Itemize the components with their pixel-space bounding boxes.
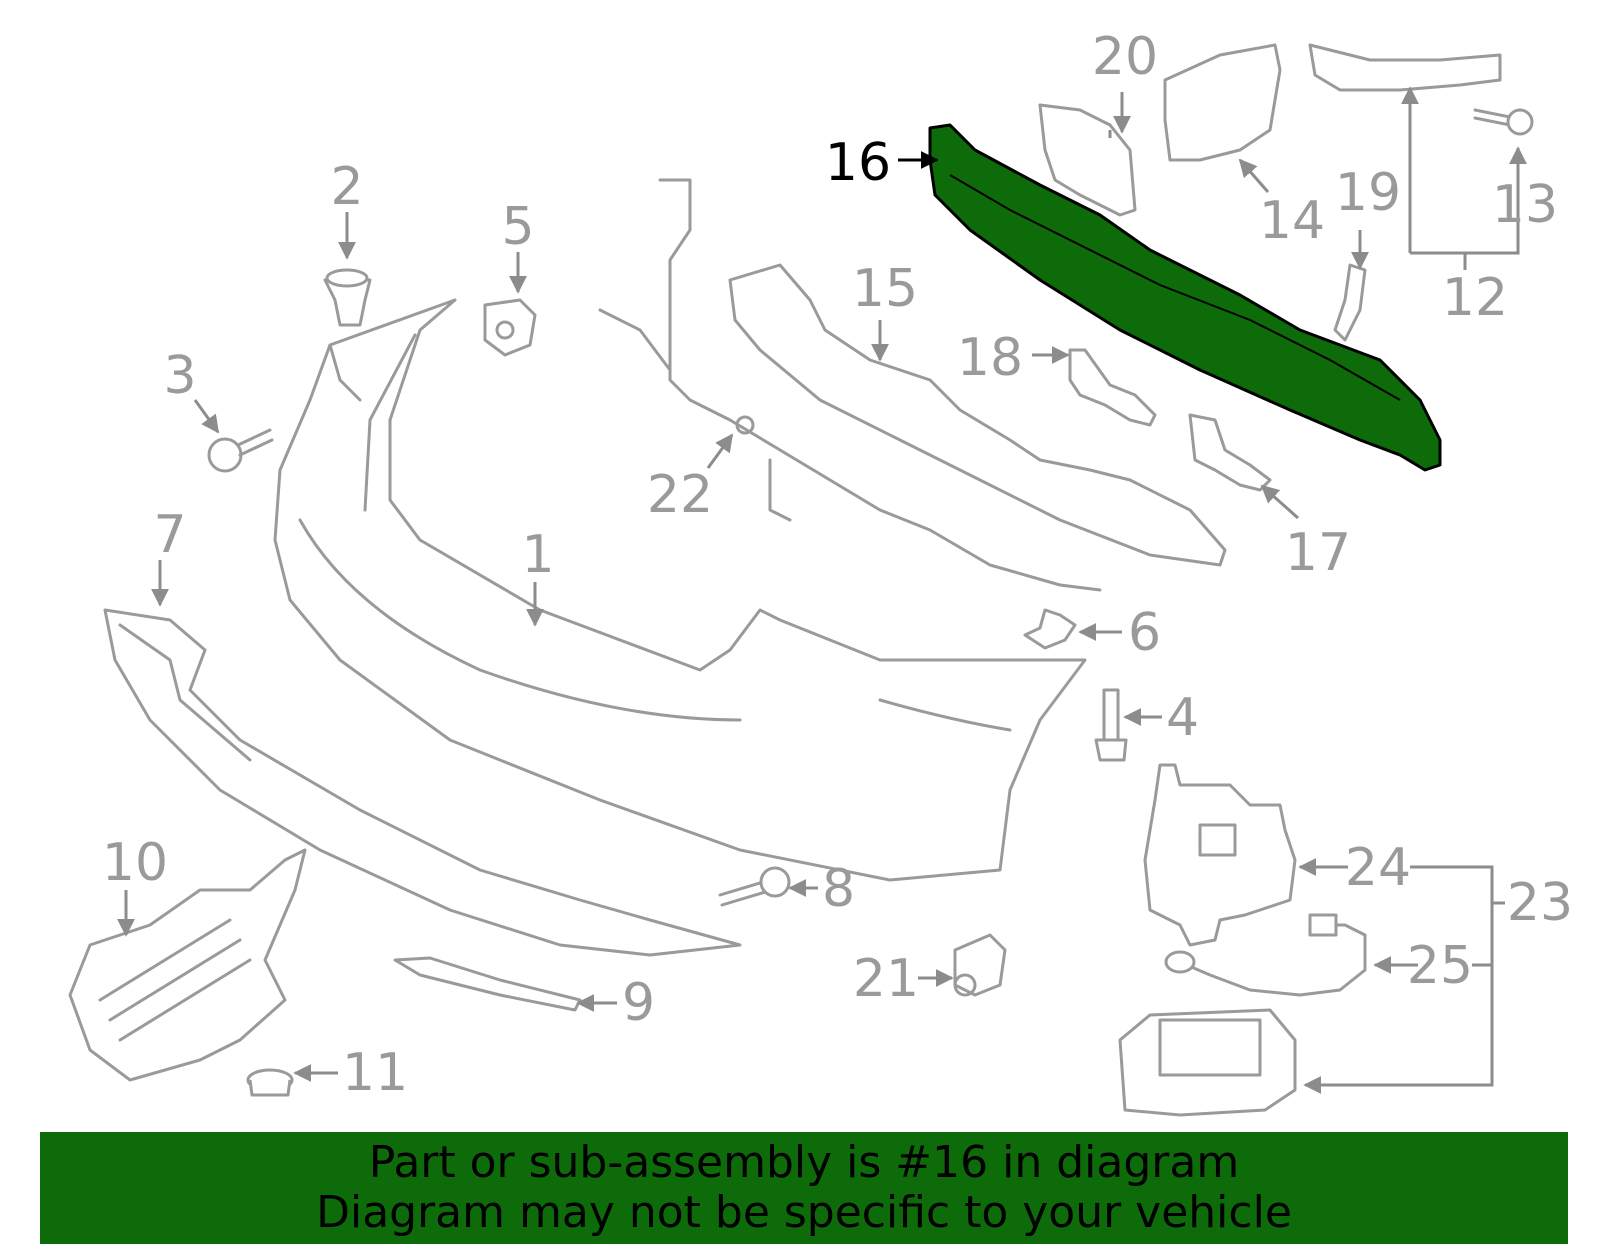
callout-15: 15 (852, 259, 918, 319)
reinforcement-beam-part (928, 123, 1442, 472)
leader-lines (117, 86, 1527, 1094)
side-bracket-part (1308, 43, 1502, 92)
callout-6: 6 (1128, 603, 1161, 663)
shield-10-part (68, 848, 307, 1082)
wiring-harness-part (598, 178, 1102, 592)
callout-22: 22 (647, 465, 713, 525)
module-bracket-part (1143, 763, 1297, 947)
retainer-part (483, 298, 537, 357)
sensor-21-part (953, 933, 1007, 997)
parts-diagram: 2 3 5 7 1 6 4 8 9 10 11 12 13 14 15 16 1… (68, 27, 1573, 1117)
callout-16: 16 (825, 133, 891, 193)
molding-9-part (393, 956, 582, 1012)
lower-valance-part (103, 608, 742, 957)
energy-absorber-part (728, 263, 1227, 567)
callout-14: 14 (1259, 191, 1325, 251)
callout-4: 4 (1166, 688, 1199, 748)
banner-line-2: Diagram may not be specific to your vehi… (316, 1187, 1292, 1238)
callout-10: 10 (102, 833, 168, 893)
bracket-18-part (1068, 348, 1157, 427)
bracket-14-part (1163, 43, 1282, 162)
module-23-part (1118, 1008, 1297, 1117)
info-banner: Part or sub-assembly is #16 in diagram D… (40, 1132, 1568, 1244)
callout-8: 8 (822, 859, 855, 919)
callout-18: 18 (957, 328, 1023, 388)
callout-1: 1 (521, 525, 554, 585)
bumper-cover-part (273, 298, 1087, 882)
grommet-11-part (246, 1068, 294, 1097)
callout-23: 23 (1507, 873, 1573, 933)
callout-13: 13 (1492, 175, 1558, 235)
bracket-17-part (1188, 413, 1272, 492)
banner-line-1: Part or sub-assembly is #16 in diagram (368, 1137, 1240, 1188)
clip-6-part (1023, 608, 1077, 650)
bolt-4-part (1094, 688, 1128, 762)
callout-17: 17 (1285, 523, 1351, 583)
wire-25-part (1164, 913, 1367, 997)
callout-20: 20 (1092, 27, 1158, 87)
callout-9: 9 (622, 973, 655, 1033)
bracket-19-part (1333, 263, 1367, 342)
bolt-13-part (1473, 108, 1534, 136)
callout-25: 25 (1407, 936, 1473, 996)
callout-7: 7 (153, 505, 186, 565)
callout-11: 11 (342, 1043, 408, 1103)
callout-19: 19 (1335, 163, 1401, 223)
callout-5: 5 (501, 197, 534, 257)
callout-2: 2 (330, 157, 363, 217)
screw-8-part (718, 866, 791, 907)
callout-24: 24 (1345, 838, 1411, 898)
callout-12: 12 (1442, 268, 1508, 328)
callout-3: 3 (163, 346, 196, 406)
callout-21: 21 (853, 949, 919, 1009)
clip-part (323, 268, 372, 327)
push-pin-part (207, 428, 274, 473)
